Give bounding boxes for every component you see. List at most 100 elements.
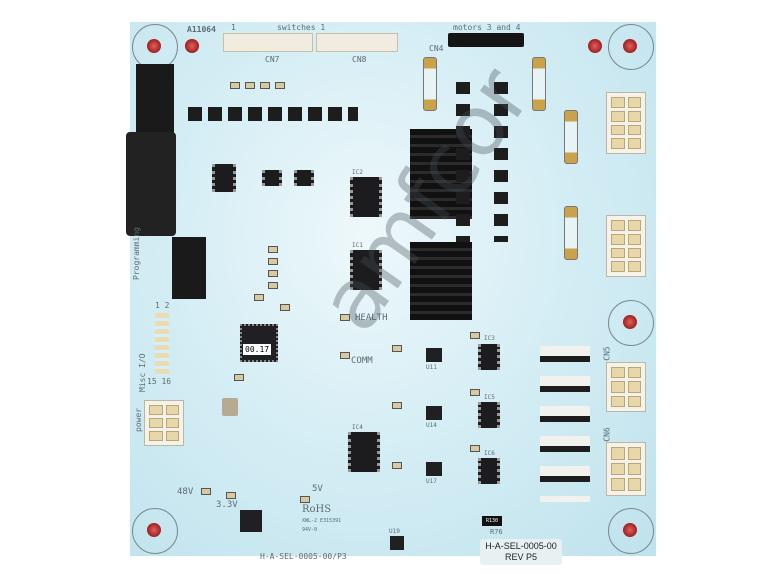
firmware-sticker: 00.17 bbox=[243, 344, 272, 355]
smd-component bbox=[268, 246, 278, 253]
switches-pin: 1 bbox=[231, 23, 236, 32]
led-5v bbox=[300, 496, 310, 503]
smd-component bbox=[470, 332, 480, 339]
mounting-hole bbox=[623, 523, 637, 537]
ic3-ref: IC3 bbox=[484, 335, 495, 342]
header-pins-bottom: 15 16 bbox=[147, 377, 172, 386]
smd-component bbox=[280, 304, 290, 311]
smd-component bbox=[245, 82, 255, 89]
cn8-label: CN8 bbox=[352, 55, 367, 64]
fuse bbox=[564, 110, 578, 164]
health-label: HEALTH bbox=[355, 313, 388, 323]
voltage-regulator bbox=[240, 510, 262, 532]
ic-u11 bbox=[426, 348, 442, 362]
mounting-ring bbox=[608, 300, 654, 346]
motor-power-connector bbox=[606, 92, 646, 154]
ic5-ref: IC5 bbox=[484, 394, 495, 401]
ic1-ref: IC1 bbox=[352, 242, 363, 249]
smd-component bbox=[268, 258, 278, 265]
comm-label: COMM bbox=[351, 356, 373, 366]
led-48v-label: 48V bbox=[177, 487, 194, 497]
smd-component bbox=[268, 270, 278, 277]
led-comm bbox=[340, 352, 350, 359]
smd-component bbox=[268, 282, 278, 289]
cn6-label: CN6 bbox=[602, 427, 612, 442]
power-connector bbox=[144, 400, 184, 446]
fuse bbox=[423, 57, 437, 111]
ic4-ref: IC4 bbox=[352, 424, 363, 431]
mosfet-row bbox=[188, 107, 358, 121]
revision-sticker: H-A-SEL-0005-00 REV P5 bbox=[480, 539, 562, 565]
smd-component bbox=[392, 462, 402, 469]
fuse bbox=[564, 206, 578, 260]
part-code: A11064 bbox=[187, 25, 216, 34]
ic-u17 bbox=[426, 462, 442, 476]
smd-component bbox=[275, 82, 285, 89]
smd-component bbox=[470, 389, 480, 396]
mounting-hole bbox=[147, 523, 161, 537]
smd-component bbox=[254, 294, 264, 301]
resistor-ref: R76 bbox=[490, 528, 503, 536]
ic6-ref: IC6 bbox=[484, 450, 495, 457]
ic bbox=[262, 170, 282, 186]
ul-mark: 94V-0 bbox=[302, 527, 318, 533]
smd-component bbox=[234, 374, 244, 381]
motor-power-connector bbox=[606, 215, 646, 277]
motor-connector bbox=[448, 33, 524, 47]
ic-u19 bbox=[390, 536, 404, 550]
cn7-label: CN7 bbox=[265, 55, 280, 64]
microcontroller bbox=[240, 324, 278, 362]
reset-button bbox=[222, 398, 238, 416]
led-5v-label: 5V bbox=[312, 484, 323, 494]
ic-ic6 bbox=[478, 458, 500, 484]
programming-header bbox=[172, 237, 206, 299]
switch-connector-cn8 bbox=[316, 33, 398, 52]
mounting-hole bbox=[588, 39, 602, 53]
misc-io-label: Misc I/O bbox=[138, 353, 147, 392]
ic-u1 bbox=[212, 164, 236, 192]
led-health bbox=[340, 314, 350, 321]
connector-cn6 bbox=[606, 442, 646, 496]
led-3v3 bbox=[226, 492, 236, 499]
cn4-label: CN4 bbox=[429, 44, 444, 53]
header-pins-top: 1 2 bbox=[155, 301, 170, 310]
connector-cn5 bbox=[606, 362, 646, 412]
ic bbox=[294, 170, 314, 186]
ic-ic2 bbox=[350, 177, 382, 217]
smd-component bbox=[230, 82, 240, 89]
ic2-ref: IC2 bbox=[352, 169, 363, 176]
fuse bbox=[532, 57, 546, 111]
misc-io-header bbox=[155, 313, 169, 375]
sticker-rev: REV P5 bbox=[504, 552, 537, 562]
u14-ref: U14 bbox=[426, 422, 437, 429]
u19-ref: U19 bbox=[389, 528, 400, 535]
led-48v bbox=[201, 488, 211, 495]
cert-mark: XWL-2 E315391 bbox=[302, 518, 342, 524]
ribbon-header bbox=[136, 64, 174, 134]
smd-component bbox=[260, 82, 270, 89]
smd-component bbox=[392, 402, 402, 409]
power-resistor-array bbox=[540, 332, 590, 502]
mounting-ring bbox=[608, 24, 654, 70]
power-label: power bbox=[134, 407, 143, 432]
smd-component bbox=[470, 445, 480, 452]
u17-ref: U17 bbox=[426, 478, 437, 485]
silkscreen-id: H-A-SEL-0005-00/P3 bbox=[260, 552, 347, 561]
u11-ref: U11 bbox=[426, 364, 437, 371]
ic-ic5 bbox=[478, 402, 500, 428]
mounting-hole bbox=[147, 39, 161, 53]
led-3v3-label: 3.3V bbox=[216, 500, 238, 510]
pcb-board: A11064 1 switches 1 CN7 CN8 motors 3 and… bbox=[126, 22, 656, 565]
mosfet-array bbox=[456, 72, 528, 242]
cn5-label: CN5 bbox=[602, 346, 612, 361]
db9-connector bbox=[126, 132, 176, 236]
rohs-mark: RoHS bbox=[302, 504, 332, 515]
mounting-hole bbox=[623, 39, 637, 53]
mounting-ring bbox=[132, 508, 178, 554]
smd-component bbox=[392, 345, 402, 352]
programming-label: Programming bbox=[132, 227, 141, 280]
ic-ic1 bbox=[350, 250, 382, 290]
mounting-ring bbox=[608, 508, 654, 554]
mounting-hole bbox=[623, 315, 637, 329]
mounting-hole bbox=[185, 39, 199, 53]
